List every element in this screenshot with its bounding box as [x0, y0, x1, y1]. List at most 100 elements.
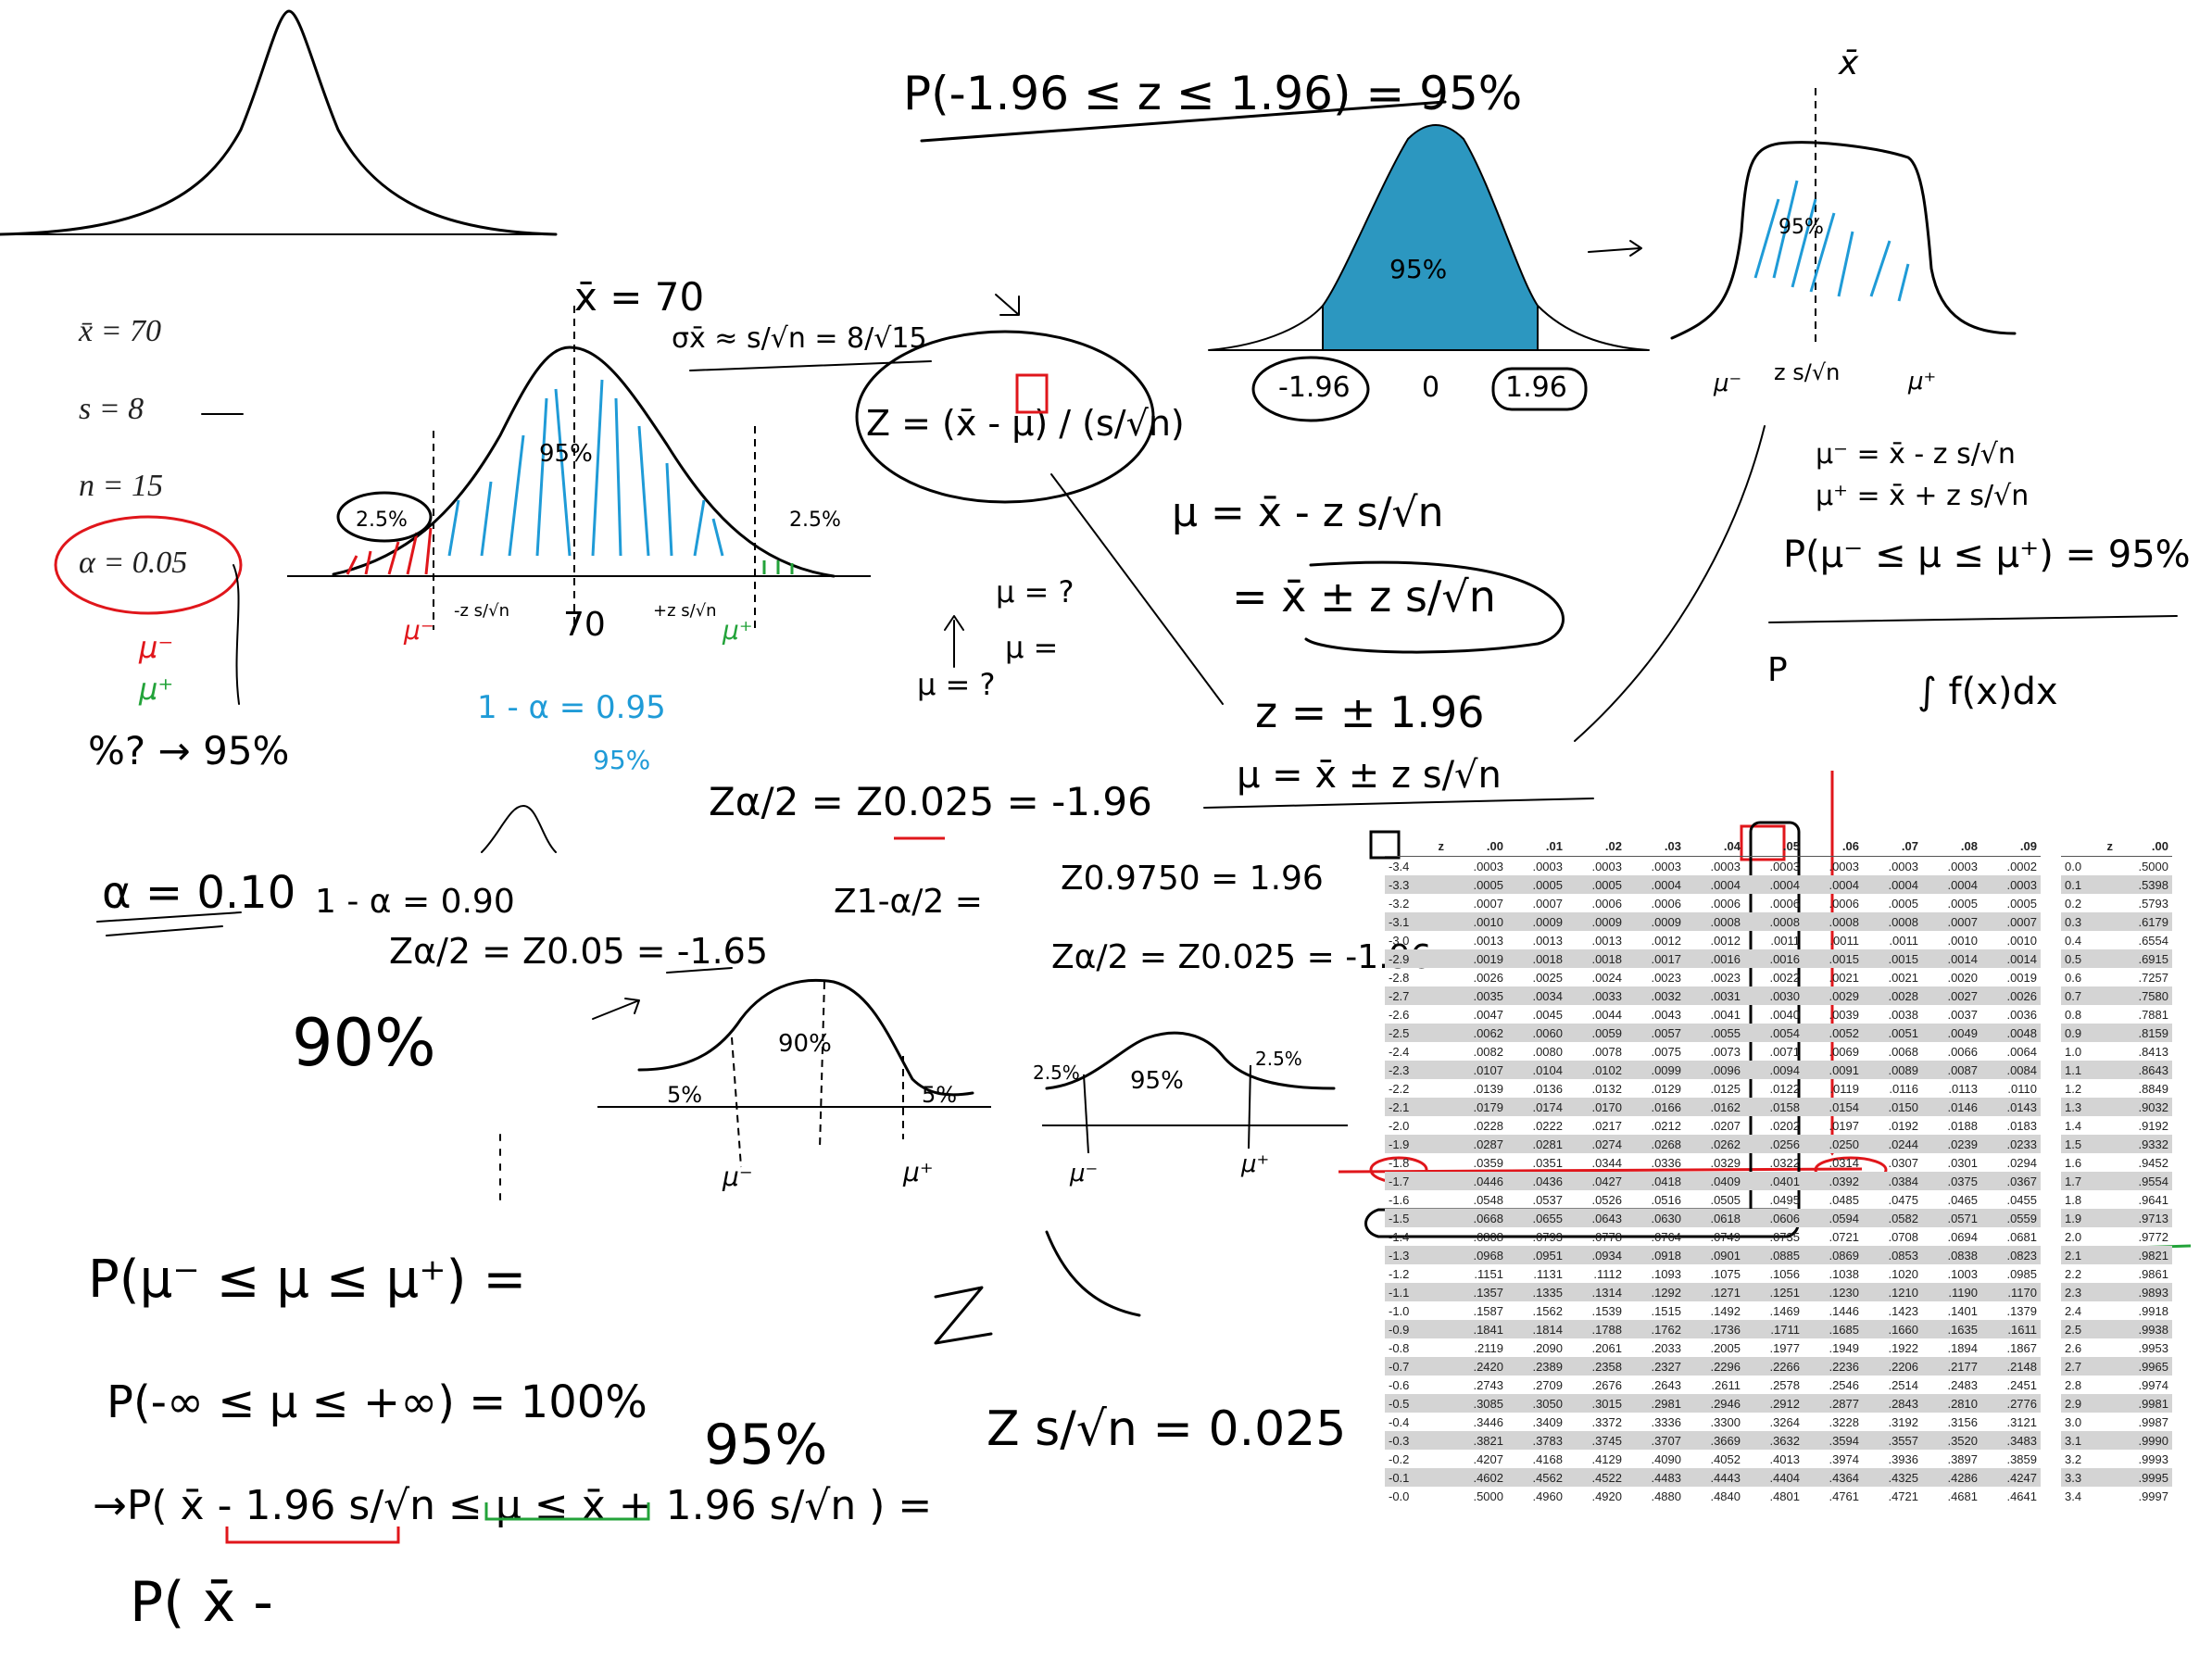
z-pos-row: 0.6.7257 [2061, 968, 2172, 986]
z-neg-z-cell: -1.5 [1385, 1209, 1448, 1227]
z-neg-cell: .0409 [1685, 1172, 1744, 1190]
z-neg-cell: .0004 [1863, 875, 1922, 894]
z-pos-z-cell: 0.0 [2065, 859, 2082, 873]
c3-pct: 95% [1778, 216, 1824, 239]
z-pos-row: 3.0 .9987 [2061, 1413, 2172, 1431]
z-neg-cell: .1271 [1685, 1283, 1744, 1301]
z-neg-cell: .1112 [1593, 1266, 1622, 1281]
z-neg-z-cell: -1.4 [1389, 1229, 1410, 1244]
z-neg-cell: .0043 [1651, 1007, 1681, 1022]
z-pos-row: 0.5.6915 [2061, 949, 2172, 968]
prob-ci-lhs: →P( x̄ - 1.96 s/√n ≤ μ ≤ x̄ + 1.96 s/√n … [93, 1482, 932, 1529]
z-neg-cell: .0066 [1947, 1044, 1978, 1059]
z-neg-cell: .0495 [1769, 1192, 1800, 1207]
z-neg-cell: .1736 [1685, 1320, 1744, 1338]
sigma-eq: σx̄ ≈ s/√n = 8/√15 [672, 322, 927, 355]
z-neg-cell: .1292 [1626, 1283, 1685, 1301]
z-neg-cell: .0918 [1626, 1246, 1685, 1264]
z-neg-cell: .0158 [1744, 1098, 1804, 1116]
z-neg-cell: .1894 [1947, 1340, 1978, 1355]
z-neg-cell: .0202 [1769, 1118, 1800, 1133]
z-pos-row: 0.9.8159 [2061, 1024, 2172, 1042]
z-neg-cell: .0233 [1981, 1135, 2041, 1153]
z-neg-cell: .2327 [1626, 1357, 1685, 1376]
z-neg-cell: .0082 [1473, 1044, 1503, 1059]
z-neg-cell: .1539 [1591, 1303, 1622, 1318]
z-neg-cell: .0084 [1981, 1061, 2041, 1079]
z-neg-cell: .0268 [1626, 1135, 1685, 1153]
z-neg-cell: .4761 [1829, 1489, 1859, 1503]
z-neg-cell: .0010 [1448, 912, 1507, 931]
z-neg-cell: .0009 [1507, 912, 1566, 931]
z-neg-cell: .0336 [1651, 1155, 1681, 1170]
z-neg-cell: .1711 [1744, 1320, 1804, 1338]
z-neg-cell: .0021 [1829, 970, 1859, 985]
z-neg-cell: .0485 [1829, 1192, 1859, 1207]
z-neg-cell: .0764 [1651, 1229, 1681, 1244]
c3-z: z s/√n [1774, 359, 1840, 385]
z-pos-z-cell: 3.2 [2065, 1451, 2082, 1466]
z-pos-z-cell: 1.8 [2065, 1192, 2082, 1207]
z-pos-row: 0.0.5000 [2061, 857, 2172, 876]
z-neg-z-cell: -2.5 [1385, 1024, 1448, 1042]
z-neg-cell: .0096 [1685, 1061, 1744, 1079]
z-neg-cell: .0505 [1710, 1192, 1741, 1207]
z-neg-cell: .0694 [1947, 1229, 1978, 1244]
z-neg-cell: .0559 [1981, 1209, 2041, 1227]
z-neg-cell: .0668 [1448, 1209, 1507, 1227]
z-neg-cell: .0197 [1829, 1118, 1859, 1133]
z-pos-row: 1.6.9452 [2061, 1153, 2172, 1172]
z-neg-cell: .3264 [1769, 1414, 1800, 1429]
z-pos-row: 2.1.9821 [2061, 1246, 2172, 1264]
z-neg-cell: .2611 [1711, 1377, 1741, 1392]
z-neg-cell: .0013 [1532, 933, 1563, 948]
z-pos-row: 2.2.9861 [2061, 1264, 2172, 1283]
z-neg-cell: .0314 [1829, 1155, 1859, 1170]
z-neg-cell: .0008 [1744, 912, 1804, 931]
z-neg-z-cell: -3.0 [1389, 933, 1410, 948]
z-neg-cell: .0003 [1981, 875, 2041, 894]
z-neg-cell: .0002 [2006, 859, 2037, 873]
z-neg-row: -1.3.0968.0951.0934.0918.0901.0885.0869.… [1385, 1246, 2041, 1264]
z-pos-cell: .9987 [2138, 1414, 2168, 1429]
z-neg-cell: .0008 [1863, 912, 1922, 931]
z-neg-cell: .0006 [1710, 896, 1741, 911]
z-pos-row: 1.0.8413 [2061, 1042, 2172, 1061]
z-neg-cell: .0052 [1804, 1024, 1863, 1042]
z-neg-cell: .2148 [1981, 1357, 2041, 1376]
z-pos-cell: .9332 [2117, 1135, 2172, 1153]
z-neg-cell: .1469 [1769, 1303, 1800, 1318]
z-neg-row: -2.0.0228.0222.0217.0212.0207.0202.0197.… [1385, 1116, 2041, 1135]
z-neg-row: -0.7.2420.2389.2358.2327.2296.2266.2236.… [1385, 1357, 2041, 1376]
z-neg-row: -0.3.3821.3783.3745.3707.3669.3632.3594.… [1385, 1431, 2041, 1450]
z-neg-cell: .0465 [1947, 1192, 1978, 1207]
z-neg-cell: .0005 [1566, 875, 1626, 894]
z-neg-cell: .4641 [2006, 1489, 2037, 1503]
z-pos-z-cell: 2.2 [2065, 1266, 2082, 1281]
z-neg-cell: .0068 [1888, 1044, 1918, 1059]
z-neg-cell: .0951 [1507, 1246, 1566, 1264]
z-formula: Z = (x̄ - μ) / (s/√n) [866, 403, 1185, 444]
z-neg-cell: .0003 [1532, 859, 1563, 873]
z-pos-cell: .9032 [2117, 1098, 2172, 1116]
z-pos-cell: .7580 [2117, 986, 2172, 1005]
z-neg-cell: .0384 [1863, 1172, 1922, 1190]
z-neg-row: -2.8.0026.0025.0024.0023.0023.0022.0021.… [1385, 968, 2041, 986]
z-neg-cell: .4364 [1804, 1468, 1863, 1487]
z-table-negative: z.00.01.02.03.04.05.06.07.08.09 -3.4.000… [1385, 836, 2041, 1505]
z-neg-cell: .0017 [1626, 949, 1685, 968]
z-neg-cell: .0064 [2006, 1044, 2037, 1059]
z-neg-cell: .0174 [1507, 1098, 1566, 1116]
z-pos-z-cell: 3.1 [2061, 1431, 2117, 1450]
z-neg-cell: .1660 [1863, 1320, 1922, 1338]
z-neg-cell: .0023 [1651, 970, 1681, 985]
prob-range: P(μ⁻ ≤ μ ≤ μ⁺) = [88, 1250, 526, 1310]
z-neg-cell: .0139 [1473, 1081, 1503, 1096]
z-pos-row: 1.9.9713 [2061, 1209, 2172, 1227]
curve-90: 90% 5% 5% μ⁻ μ⁺ [597, 978, 991, 1192]
z-neg-cell: .0029 [1804, 986, 1863, 1005]
z-pos-z-cell: 3.0 [2065, 1414, 2082, 1429]
prob-incomplete: P( x̄ - [130, 1570, 273, 1635]
z-neg-header-8: .07 [1863, 836, 1922, 857]
z-neg-row: -0.1.4602.4562.4522.4483.4443.4404.4364.… [1385, 1468, 2041, 1487]
